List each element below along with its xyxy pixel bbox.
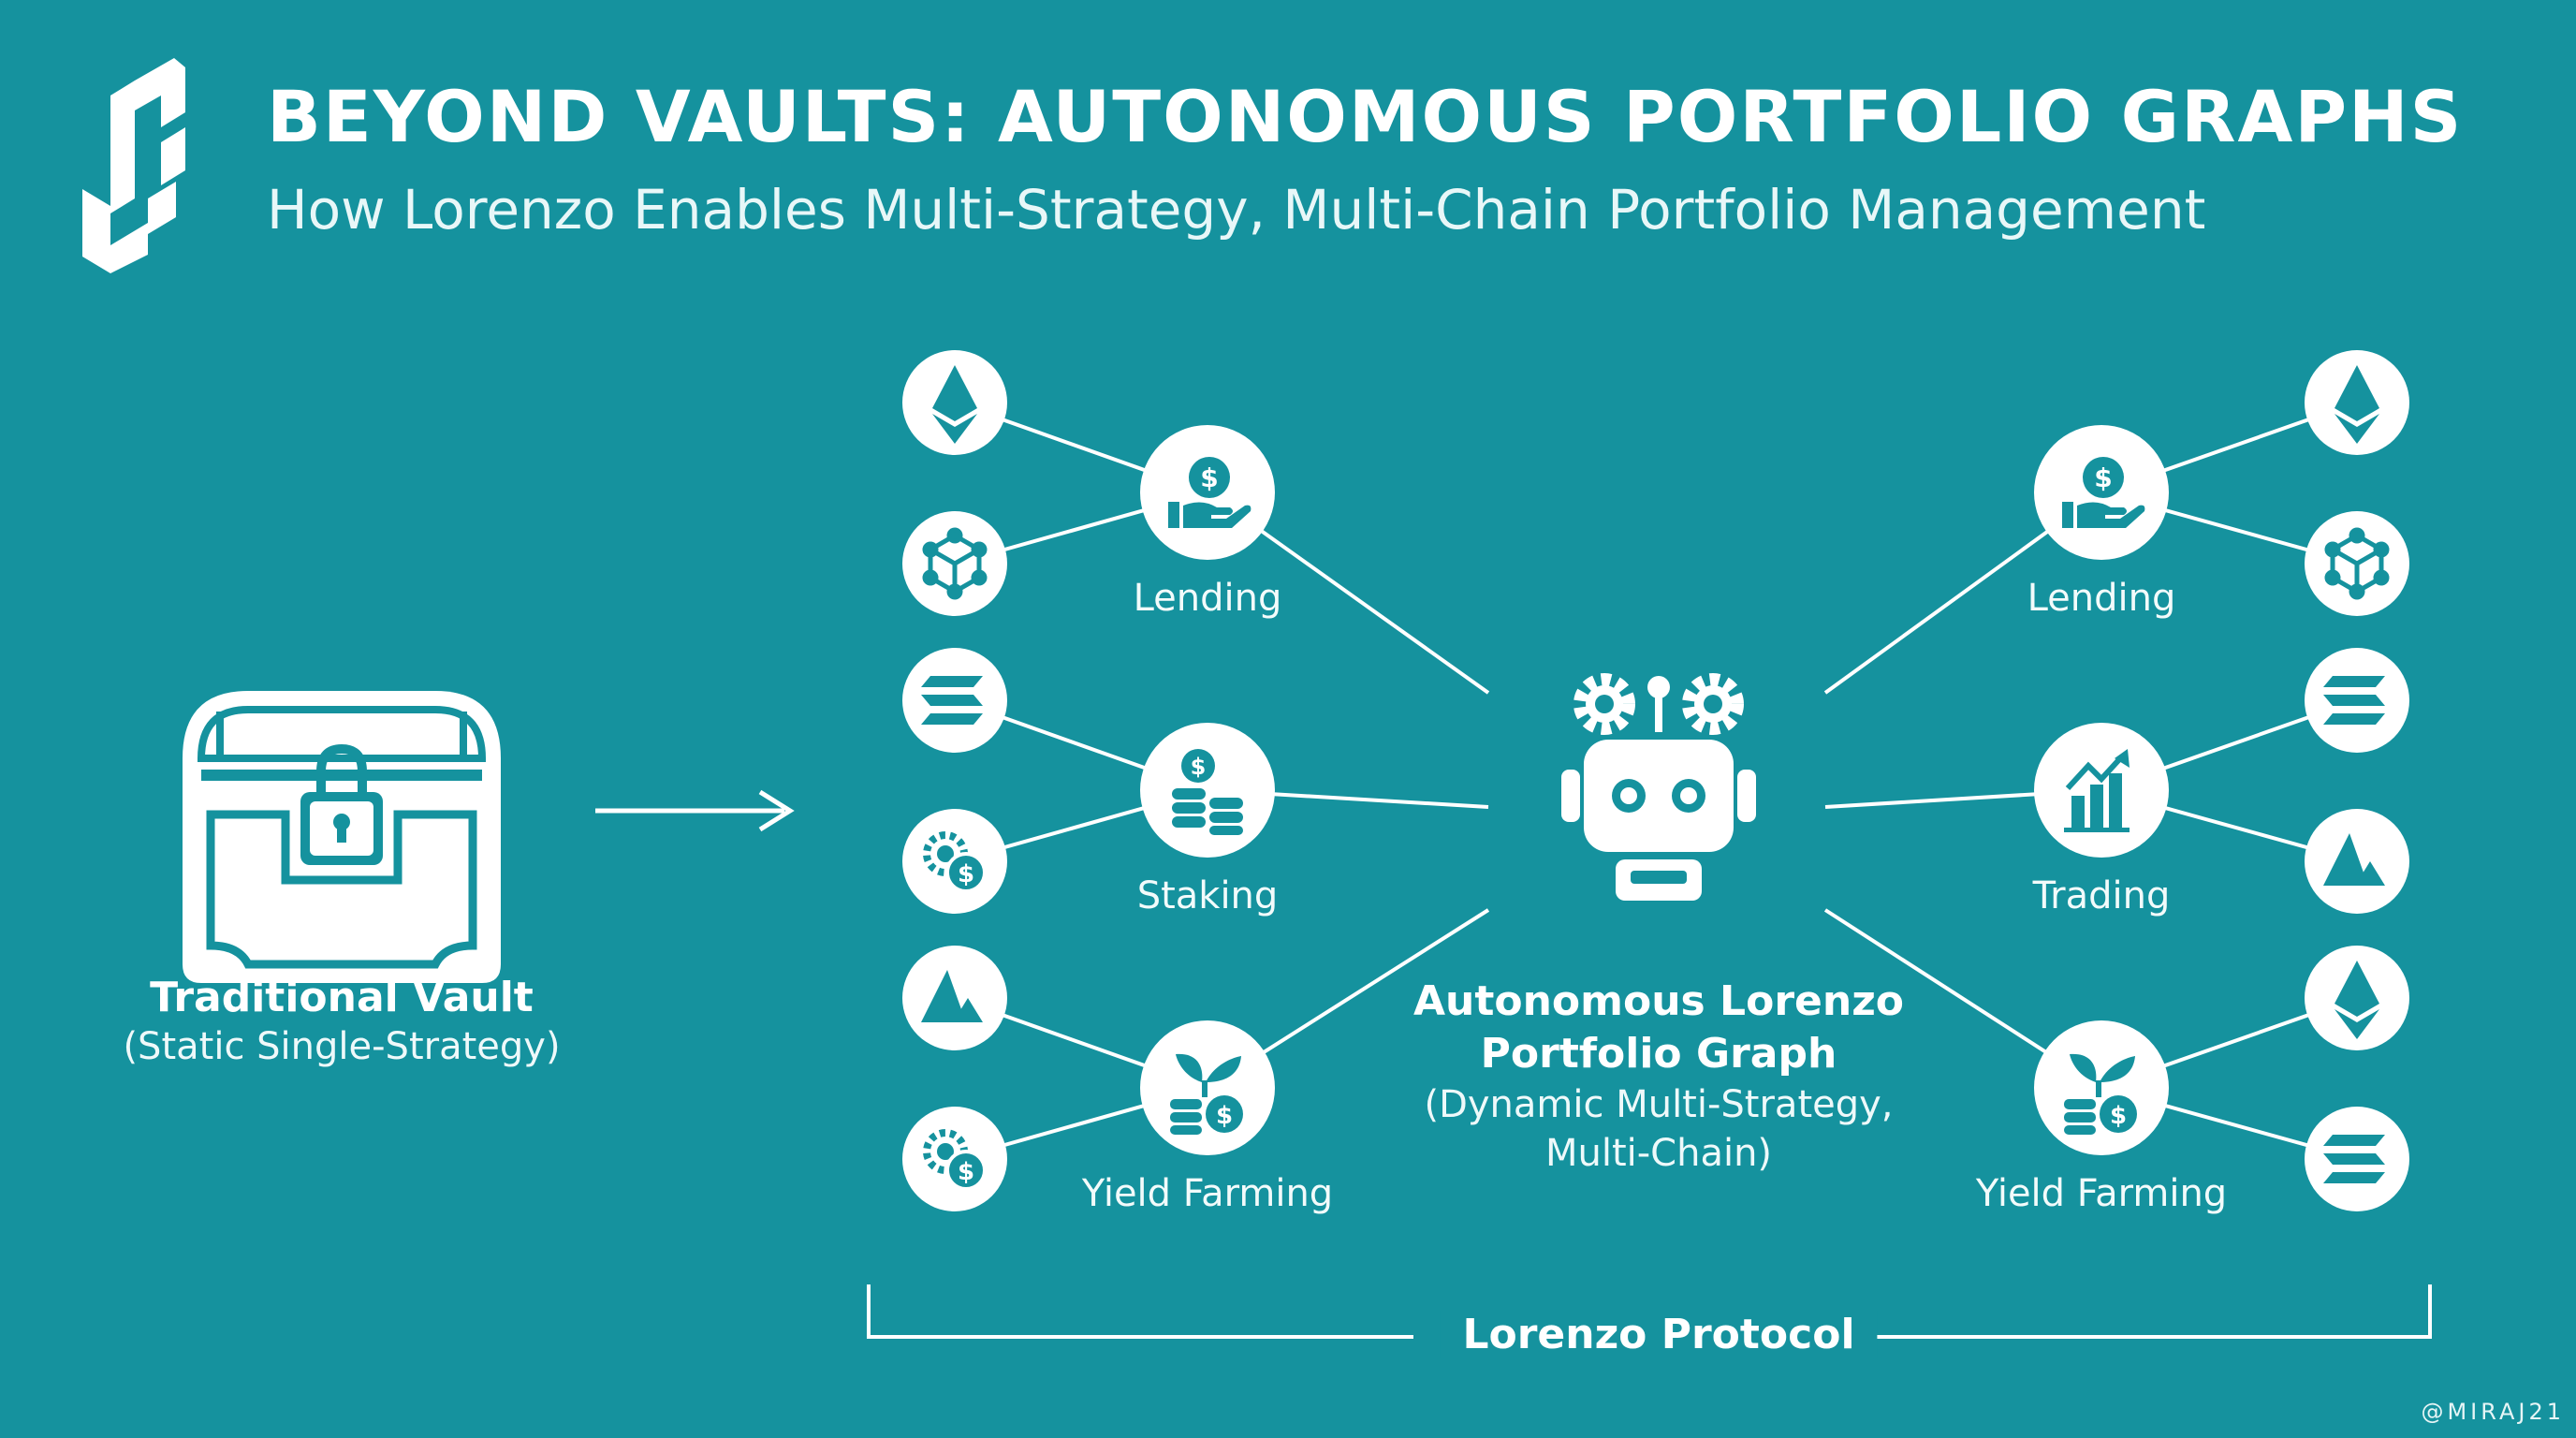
lorenzo-logo-icon [82,58,185,273]
left-strategy-node-2 [1140,723,1275,858]
protocol-bracket [867,1284,2432,1339]
solana-icon [2323,1135,2385,1183]
protocol-label: Lorenzo Protocol [1440,1311,1878,1358]
page-subtitle: How Lorenzo Enables Multi-Strategy, Mult… [267,178,2206,242]
arrow-icon [595,789,795,832]
right-strategy-label-1: Lending [2027,577,2176,620]
right-strategy-node-1 [2034,425,2169,560]
solana-icon [2323,676,2385,725]
left-chain-node-2-1 [902,648,1007,753]
left-chain-node-3-1 [902,946,1007,1050]
right-strategy-label-2: Trading [2032,874,2171,917]
right-strategy-node-3 [2034,1020,2169,1155]
right-strategy-node-2 [2034,723,2169,858]
right-chain-node-2-2 [2305,809,2409,914]
right-strategy-label-3: Yield Farming [1975,1172,2228,1215]
vault-subtitle: (Static Single-Strategy) [123,1025,561,1068]
right-chain-node-3-1 [2305,946,2409,1050]
left-chain-node-2-2 [902,809,1007,914]
center-title-line2: Portfolio Graph [1480,1030,1837,1078]
left-strategy-node-3 [1140,1020,1275,1155]
right-chain-node-1-2 [2305,511,2409,616]
center-title-line1: Autonomous Lorenzo [1412,977,1905,1025]
solana-icon [921,676,983,725]
left-chain-node-1-1 [902,350,1007,455]
vault-title: Traditional Vault [150,974,534,1021]
left-strategy-node-1 [1140,425,1275,560]
page-title: BEYOND VAULTS: AUTONOMOUS PORTFOLIO GRAP… [267,75,2464,158]
robot-icon [1561,676,1756,901]
left-strategy-label-1: Lending [1133,577,1282,620]
left-chain-node-1-2 [902,511,1007,616]
center-subtitle-line2: Multi-Chain) [1544,1132,1773,1175]
right-chain-node-1-1 [2305,350,2409,455]
left-strategy-label-2: Staking [1136,874,1279,917]
right-chain-node-3-2 [2305,1107,2409,1211]
graph-nodes [902,350,2409,1211]
vault-chest-icon [183,691,501,983]
center-subtitle-line1: (Dynamic Multi-Strategy, [1424,1083,1894,1126]
left-chain-node-3-2 [902,1107,1007,1211]
watermark: @MIRAJ21 [2421,1399,2565,1425]
left-strategy-label-3: Yield Farming [1081,1172,1334,1215]
right-chain-node-2-1 [2305,648,2409,753]
center-label: Autonomous Lorenzo Portfolio Graph (Dyna… [1413,976,1904,1178]
